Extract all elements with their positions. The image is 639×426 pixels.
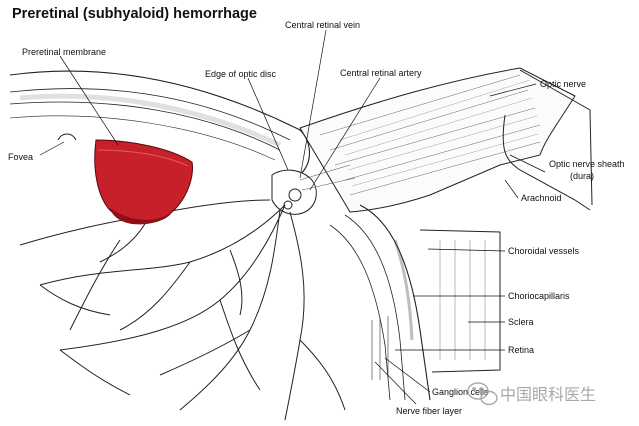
label-retina: Retina	[508, 345, 534, 355]
label-choriocapillaris: Choriocapillaris	[508, 291, 570, 301]
preretinal-hemorrhage	[94, 139, 194, 225]
watermark-text: 中国眼科医生	[500, 385, 596, 404]
label-optic-nerve-sheath: Optic nerve sheath	[549, 159, 625, 169]
label-fovea: Fovea	[8, 152, 33, 162]
retinal-vessels	[19, 199, 346, 421]
watermark: 中国眼科医生	[467, 382, 596, 406]
label-central-retinal-vein: Central retinal vein	[285, 20, 360, 30]
optic-nerve-shape	[299, 67, 593, 213]
fovea-shape	[57, 133, 77, 141]
wechat-icon	[467, 382, 498, 406]
leader-lines	[39, 29, 546, 405]
label-preretinal-membrane: Preretinal membrane	[22, 47, 106, 57]
label-edge-of-optic-disc: Edge of optic disc	[205, 69, 277, 79]
label-nerve-fiber-layer: Nerve fiber layer	[396, 406, 462, 416]
optic-disc	[271, 164, 356, 215]
label-arachnoid: Arachnoid	[521, 193, 562, 203]
globe-layers-right	[329, 204, 501, 401]
label-sclera: Sclera	[508, 317, 534, 327]
label-ganglion-cells: Ganglion cells	[432, 387, 489, 397]
globe-layers-top	[9, 70, 310, 176]
label-choroidal-vessels: Choroidal vessels	[508, 246, 580, 256]
label-central-retinal-artery: Central retinal artery	[340, 68, 422, 78]
figure-title: Preretinal (subhyaloid) hemorrhage	[12, 6, 257, 22]
label-optic-nerve: Optic nerve	[540, 79, 586, 89]
label-optic-nerve-sheath-dura: (dura)	[570, 171, 594, 181]
